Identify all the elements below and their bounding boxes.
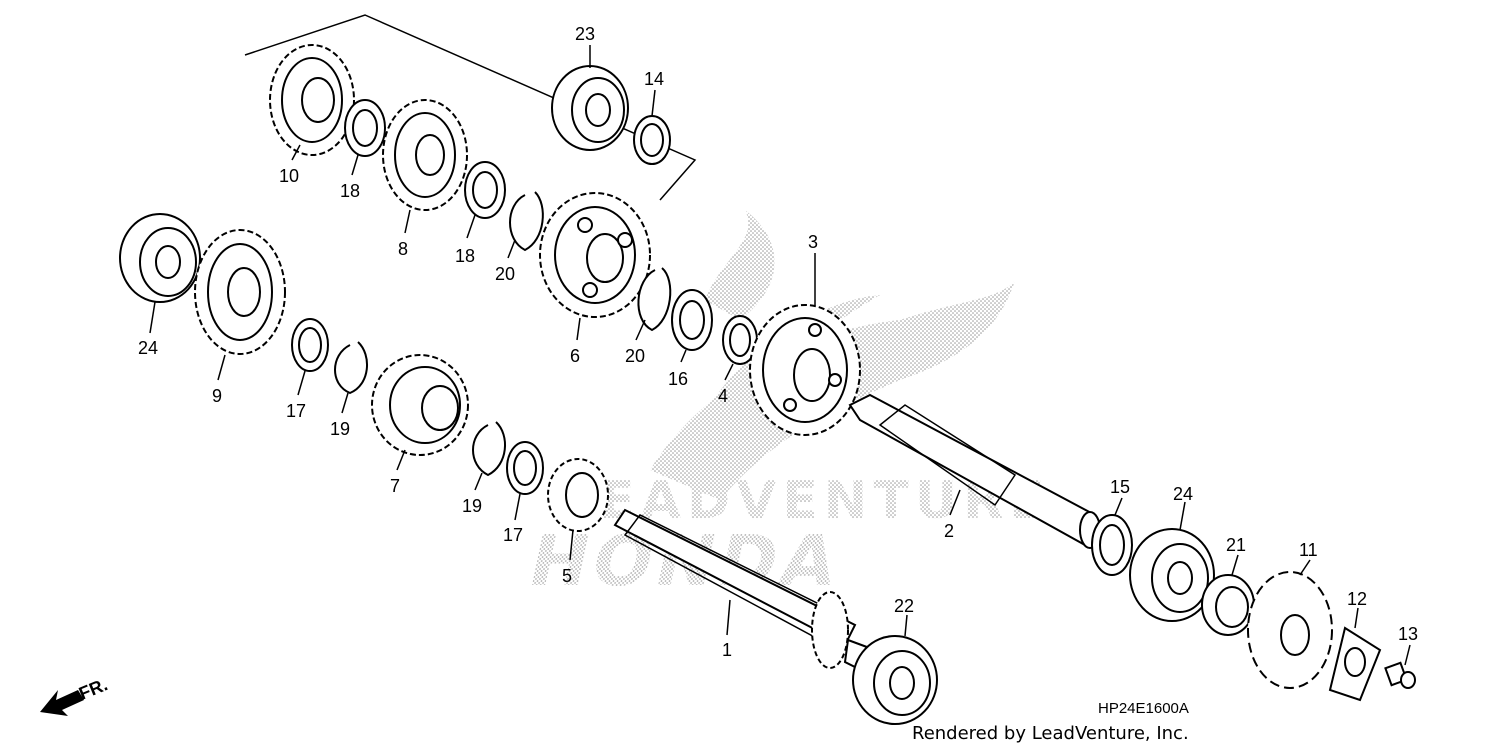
bearing-24-right <box>1129 528 1215 622</box>
circlip-20-upper <box>509 191 544 252</box>
gear-9 <box>194 229 286 355</box>
callout-17: 17 <box>503 525 523 545</box>
group-bracket <box>244 14 697 201</box>
callout-21: 21 <box>1226 535 1246 555</box>
callout-23: 23 <box>575 24 595 44</box>
callout-13: 13 <box>1398 624 1418 644</box>
washer-14 <box>633 115 671 165</box>
bearing-24-left <box>119 213 201 303</box>
countershaft-2 <box>848 393 1101 549</box>
callout-10: 10 <box>279 166 299 186</box>
bolt-13 <box>1384 661 1416 689</box>
bearing-23 <box>551 65 629 151</box>
washer-17-lower <box>506 441 544 495</box>
callout-2: 2 <box>944 521 954 541</box>
washer-18-upper-left <box>344 99 386 157</box>
gear-7 <box>371 354 469 456</box>
callout-22: 22 <box>894 596 914 616</box>
plate-12 <box>1328 626 1382 702</box>
circlip-20-lower <box>637 267 672 332</box>
callout-9: 9 <box>212 386 222 406</box>
seal-21 <box>1201 574 1255 636</box>
leader-lines <box>149 45 1411 666</box>
callout-16: 16 <box>668 369 688 389</box>
callout-6: 6 <box>570 346 580 366</box>
callout-4: 4 <box>718 386 728 406</box>
callout-labels: 10 18 8 18 20 23 14 6 20 16 4 3 24 9 17 … <box>138 24 1418 660</box>
callout-15: 15 <box>1110 477 1130 497</box>
bushing-4 <box>722 315 758 365</box>
gear-5 <box>547 458 609 532</box>
callout-24: 24 <box>1173 484 1193 504</box>
callout-12: 12 <box>1347 589 1367 609</box>
bearing-22 <box>852 635 938 725</box>
callout-19: 19 <box>330 419 350 439</box>
callout-11: 11 <box>1299 540 1318 560</box>
washer-15 <box>1091 514 1133 576</box>
callout-18: 18 <box>455 246 475 266</box>
callout-8: 8 <box>398 239 408 259</box>
render-credit: Rendered by LeadVenture, Inc. <box>912 723 1189 744</box>
washer-17-upper <box>291 318 329 372</box>
circlip-19-lower <box>472 421 507 477</box>
callout-7: 7 <box>390 476 400 496</box>
washer-16 <box>671 289 713 351</box>
callout-18: 18 <box>340 181 360 201</box>
gear-6 <box>539 192 651 318</box>
callout-24: 24 <box>138 338 158 358</box>
callout-19: 19 <box>462 496 482 516</box>
diagram-code: HP24E1600A <box>1098 700 1189 717</box>
gear-8 <box>382 99 468 211</box>
gear-10 <box>269 44 355 156</box>
circlip-19-upper <box>334 341 369 395</box>
callout-17: 17 <box>286 401 306 421</box>
front-label: FR. <box>76 674 110 703</box>
callout-5: 5 <box>562 566 572 586</box>
gear-3 <box>749 304 861 436</box>
mainshaft-1 <box>613 508 877 674</box>
callout-20: 20 <box>625 346 645 366</box>
front-arrow-icon <box>40 690 84 716</box>
callout-1: 1 <box>722 640 732 660</box>
front-indicator: FR. <box>40 674 110 716</box>
callout-20: 20 <box>495 264 515 284</box>
washer-18-upper-right <box>464 161 506 219</box>
sprocket-11 <box>1247 571 1333 689</box>
callout-14: 14 <box>644 69 664 89</box>
callout-3: 3 <box>808 232 818 252</box>
